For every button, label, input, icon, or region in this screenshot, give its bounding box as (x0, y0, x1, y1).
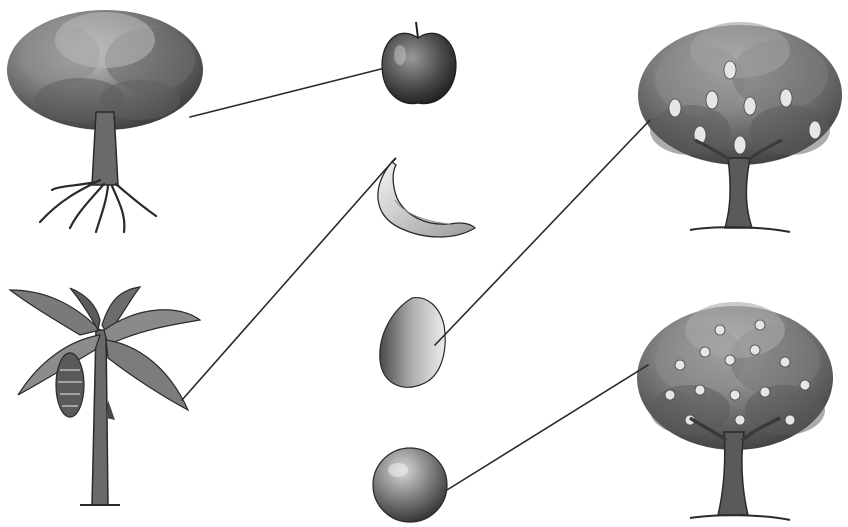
match-line-banana (182, 162, 392, 400)
apple-icon[interactable] (382, 22, 456, 104)
banana-icon[interactable] (378, 158, 475, 237)
mango-tree-icon[interactable] (638, 22, 842, 232)
orange-tree-icon[interactable] (637, 302, 833, 520)
orange-icon[interactable] (373, 448, 447, 522)
match-line-orange (447, 365, 648, 490)
tree-with-roots-icon[interactable] (7, 10, 203, 232)
mango-icon[interactable] (380, 298, 445, 388)
match-line-apple (190, 69, 381, 117)
banana-plant-icon[interactable] (10, 287, 200, 505)
